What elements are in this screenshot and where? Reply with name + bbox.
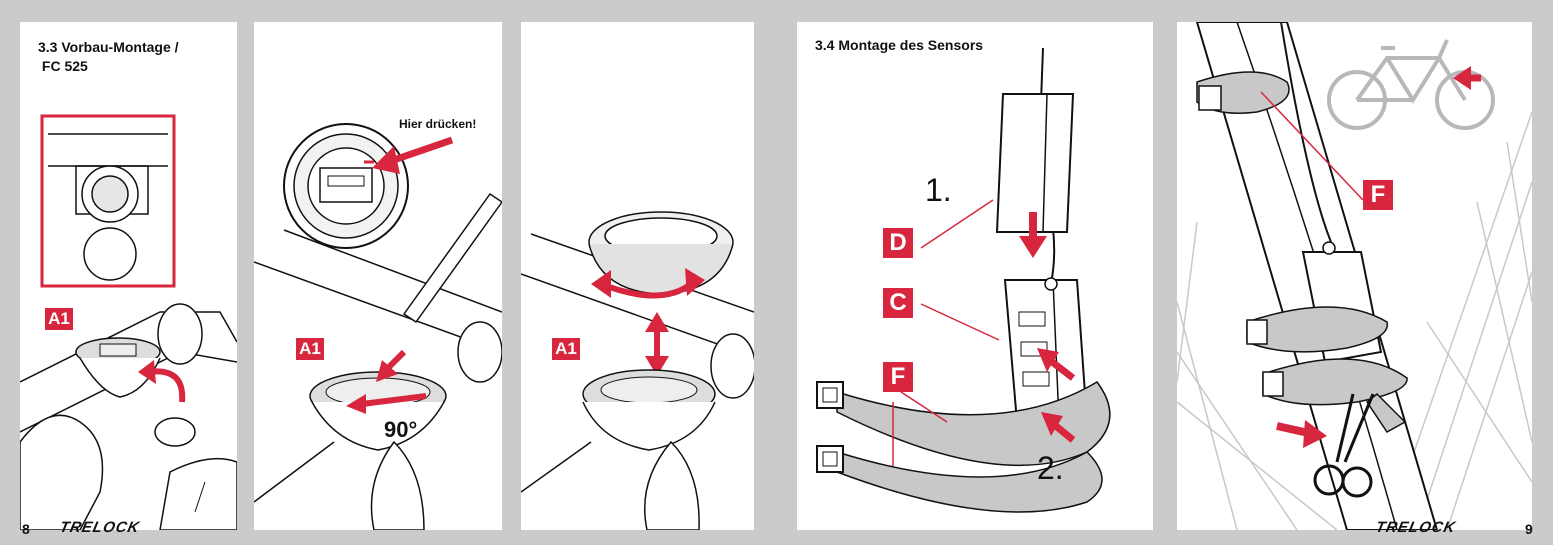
part-tag-a1: A1: [552, 338, 580, 360]
stem-mount-illustration: [20, 114, 237, 530]
panel-rotate-mount: A1: [521, 22, 754, 530]
sensor-mount-illustration: [816, 47, 1111, 513]
double-arrow-icon: [599, 281, 693, 299]
angle-label: 90°: [384, 417, 418, 442]
panel-fork-strap: F: [1177, 22, 1532, 530]
trelock-logo-left: TRELOCK: [58, 519, 142, 536]
press-here-label: Hier drücken!: [399, 117, 477, 131]
rotate-mount-illustration: [521, 211, 754, 530]
red-arrow-icon: [386, 136, 454, 166]
bicycle-icon: [1327, 39, 1495, 130]
press-mount-illustration: [254, 123, 502, 530]
step-1-label: 1.: [925, 172, 952, 208]
panel-sensor-mount: 3.4 Montage des Sensors 1. 2. D C F: [797, 22, 1153, 530]
section-title: 3.4 Montage des Sensors: [815, 37, 984, 53]
part-tag-a1: A1: [296, 338, 324, 360]
page-number-left: 8: [22, 521, 30, 537]
page-number-right: 9: [1525, 521, 1533, 537]
panel-stem-mount-overview: 3.3 Vorbau-Montage / FC 525 A1: [20, 22, 237, 530]
step-2-label: 2.: [1037, 450, 1064, 486]
part-tag-a1: A1: [45, 308, 73, 330]
fork-strap-illustration: [1177, 22, 1532, 530]
part-tag-f: F: [883, 362, 913, 392]
part-tag-d: D: [883, 228, 913, 258]
part-tag-f: F: [1363, 180, 1393, 210]
trelock-logo-right: TRELOCK: [1374, 519, 1458, 536]
scissors-icon: [1313, 393, 1375, 498]
section-title: 3.3 Vorbau-Montage / FC 525: [38, 39, 179, 74]
part-tag-c: C: [883, 288, 913, 318]
panel-press-mount: Hier drücken! 90° A1: [254, 22, 502, 530]
detail-frame: [40, 114, 176, 288]
